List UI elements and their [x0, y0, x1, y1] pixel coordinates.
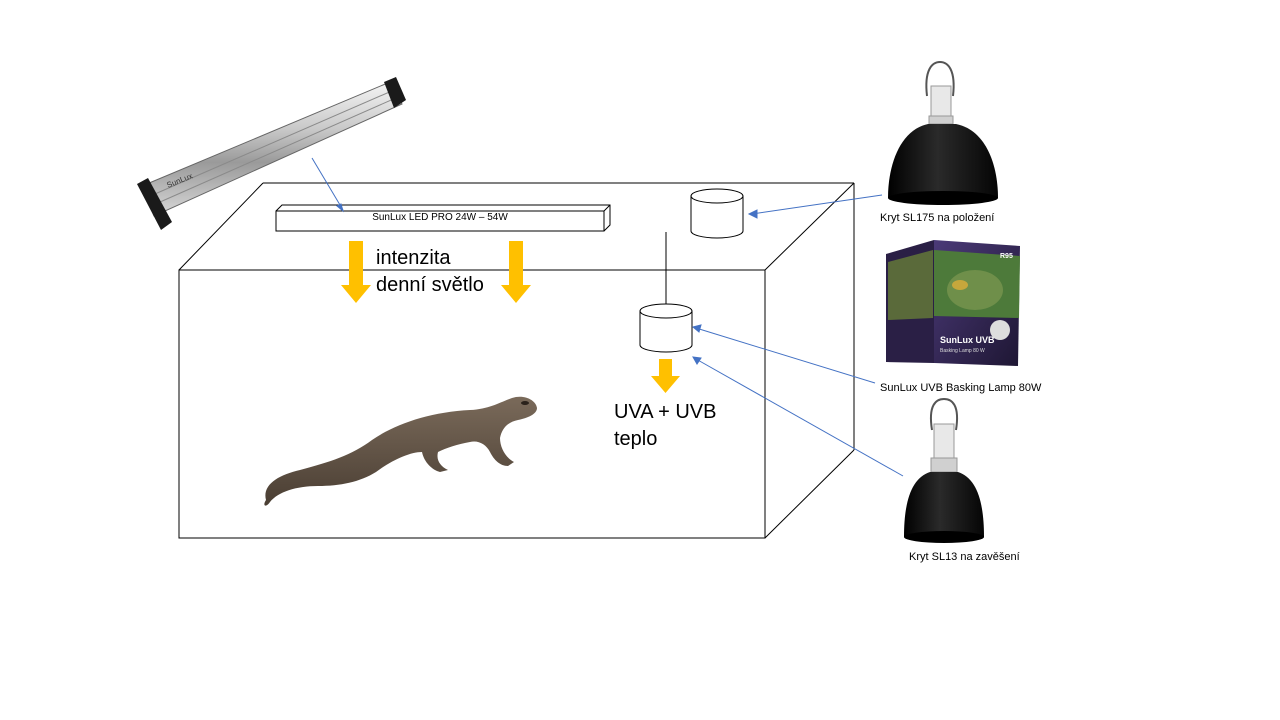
daylight-label-line1: intenzita: [376, 247, 451, 269]
svg-text:Basking Lamp 80 W: Basking Lamp 80 W: [940, 348, 985, 354]
hanging-lamp-cylinder: [639, 303, 693, 353]
lamp-box-image: SunLux UVB Basking Lamp 80 W R95: [886, 240, 1020, 366]
svg-text:SunLux UVB: SunLux UVB: [940, 335, 995, 345]
cover-top-label: Kryt SL175 na položení: [880, 212, 995, 224]
dome-lamp-image: [888, 60, 998, 205]
led-fixture-image: SunLux: [137, 77, 406, 230]
daylight-arrow-left: [341, 241, 371, 303]
basking-lamp-label: SunLux UVB Basking Lamp 80W: [880, 382, 1042, 394]
svg-text:R95: R95: [1000, 253, 1013, 260]
top-lamp-cylinder: [690, 188, 744, 239]
uv-label-line1: UVA + UVB: [614, 401, 717, 423]
hanging-lamp-image: [904, 397, 984, 543]
lizard-image: [264, 396, 537, 506]
led-bar-shape: [275, 204, 611, 232]
connector-lines: [311, 157, 904, 477]
terrarium-box: [178, 182, 855, 539]
daylight-label-line2: denní světlo: [376, 274, 484, 296]
cover-bottom-label: Kryt SL13 na zavěšení: [909, 551, 1020, 563]
daylight-arrow-right: [501, 241, 531, 303]
uv-label-line2: teplo: [614, 428, 658, 450]
uv-arrow: [651, 359, 680, 393]
led-bar-label: SunLux LED PRO 24W – 54W: [372, 212, 508, 223]
